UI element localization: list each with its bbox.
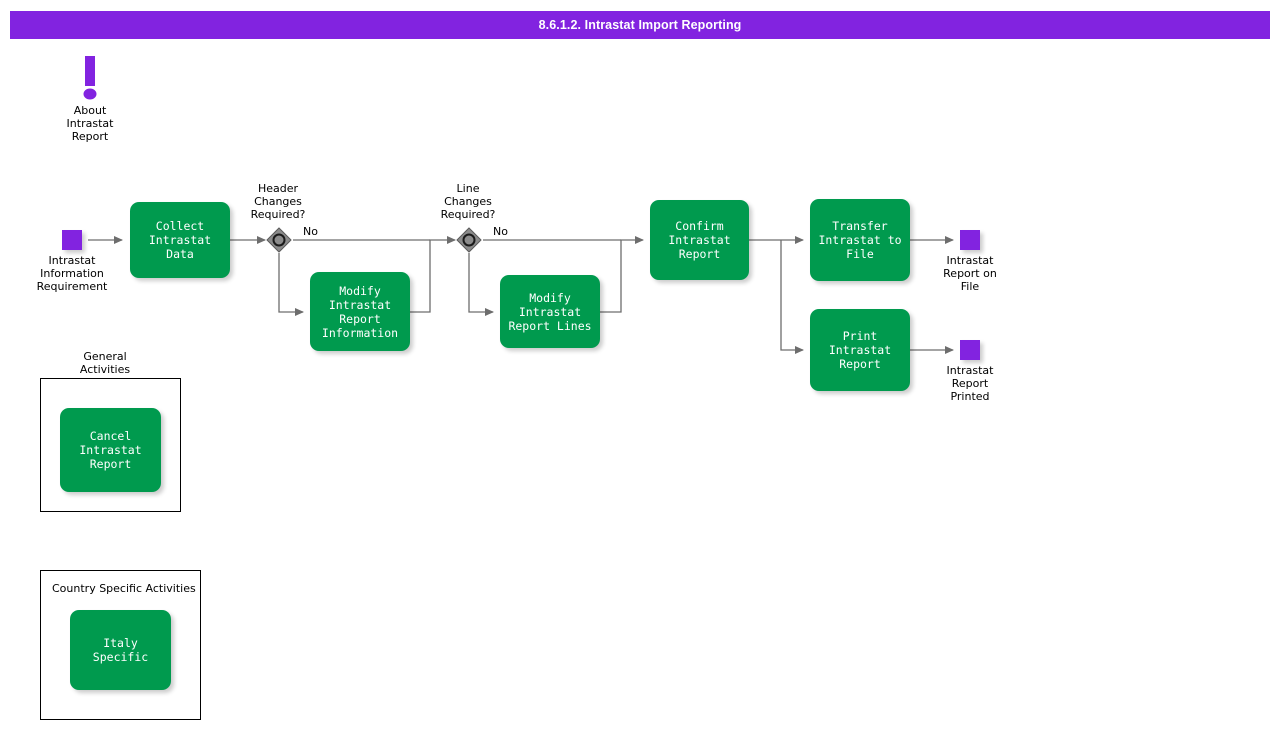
country-specific-activities-title: Country Specific Activities [52, 582, 196, 595]
task-transfer-intrastat-to-file[interactable]: Transfer Intrastat to File [810, 199, 910, 281]
header-changes-gateway[interactable] [266, 227, 292, 253]
flow-modify-info-to-line-gw [410, 236, 456, 313]
end-event-printed-label: Intrastat Report Printed [946, 364, 994, 403]
task-modify-intrastat-report-lines[interactable]: Modify Intrastat Report Lines [500, 275, 600, 348]
task-confirm-intrastat-report[interactable]: Confirm Intrastat Report [650, 200, 749, 280]
end-event-intrastat-report-printed[interactable] [960, 340, 980, 360]
flow-modify-lines-to-confirm [600, 236, 644, 313]
end-event-file-label: Intrastat Report on File [943, 254, 997, 293]
page-title: 8.6.1.2. Intrastat Import Reporting [10, 11, 1270, 39]
task-modify-intrastat-report-information[interactable]: Modify Intrastat Report Information [310, 272, 410, 351]
start-event[interactable] [62, 230, 82, 250]
exclamation-icon [81, 56, 99, 102]
header-changes-gateway-label: Header Changes Required? [250, 182, 306, 221]
task-collect-intrastat-data[interactable]: Collect Intrastat Data [130, 202, 230, 278]
line-gateway-no-label: No [493, 225, 508, 238]
flow-line-gw-to-modify-lines [468, 253, 494, 316]
country-specific-activities-group [40, 570, 201, 720]
about-intrastat-report-label: About Intrastat Report [66, 104, 114, 143]
general-activities-group [40, 378, 181, 512]
line-changes-gateway[interactable] [456, 227, 482, 253]
end-event-intrastat-report-on-file[interactable] [960, 230, 980, 250]
task-italy-specific[interactable]: Italy Specific [70, 610, 171, 690]
general-activities-title: General Activities [79, 350, 131, 376]
start-event-label: Intrastat Information Requirement [36, 254, 108, 293]
flow-split-to-print [780, 240, 804, 354]
line-changes-gateway-label: Line Changes Required? [440, 182, 496, 221]
task-print-intrastat-report[interactable]: Print Intrastat Report [810, 309, 910, 391]
task-cancel-intrastat-report[interactable]: Cancel Intrastat Report [60, 408, 161, 492]
header-gateway-no-label: No [303, 225, 318, 238]
flow-header-gw-to-modify-info [278, 253, 304, 316]
